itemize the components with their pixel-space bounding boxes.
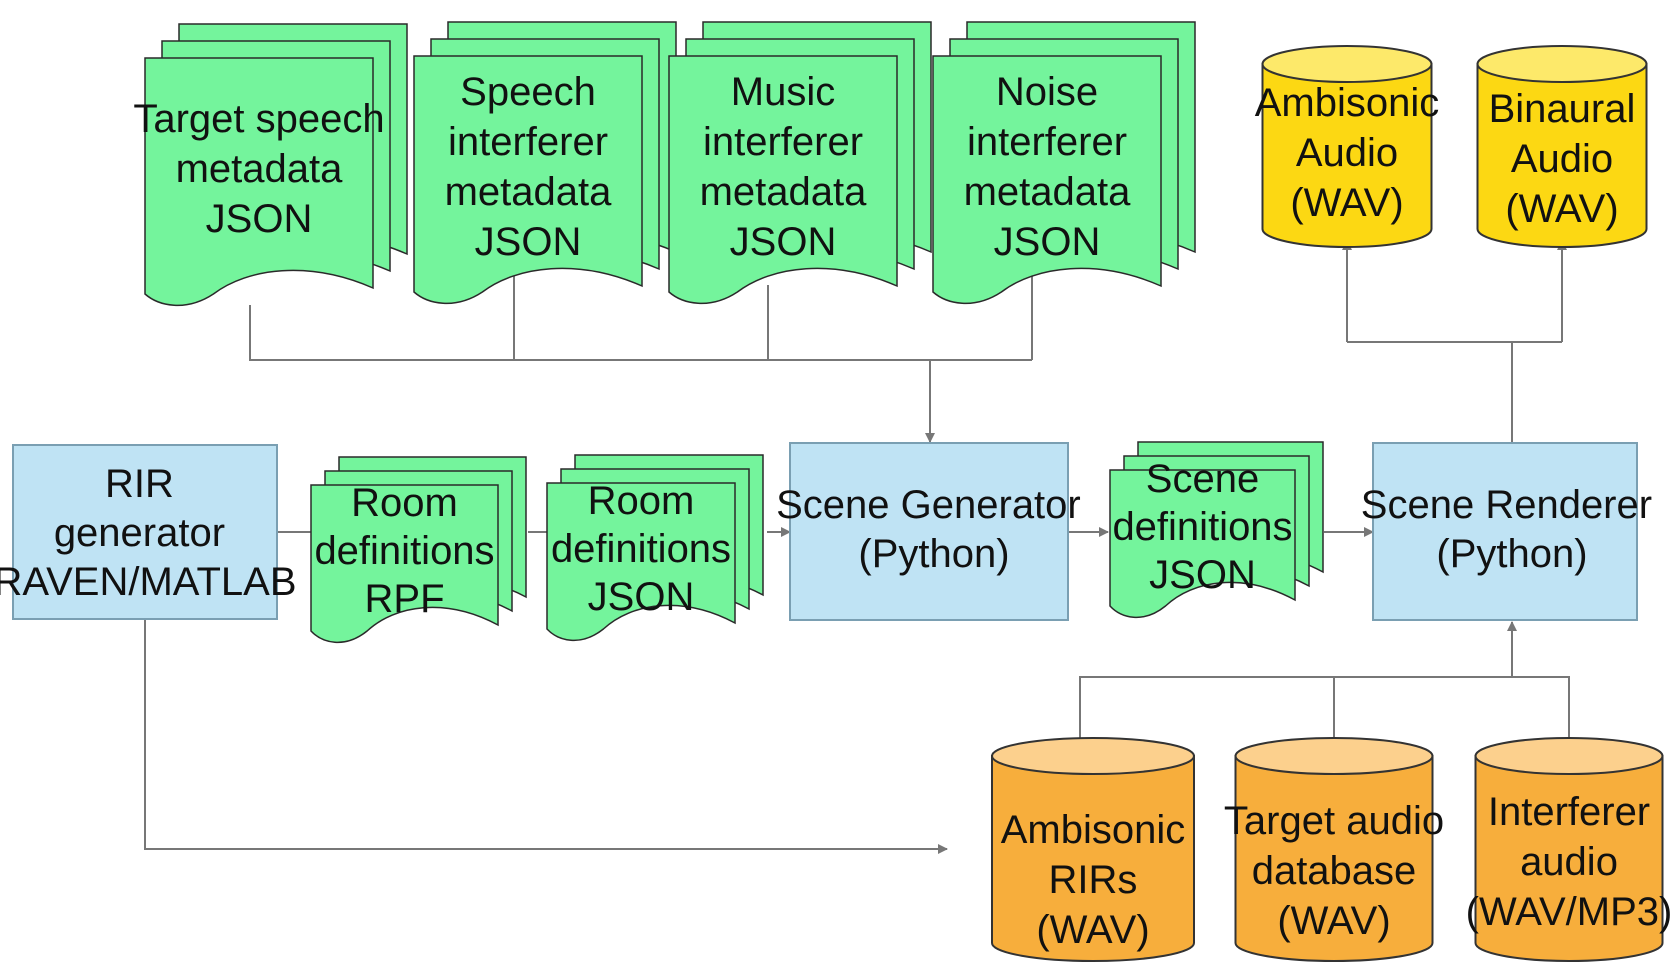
connectors [144, 240, 1570, 854]
cylinder-body [1234, 755, 1434, 962]
doc-page [546, 482, 736, 642]
cylinder-body [991, 755, 1195, 962]
rir-to-ambisonic-rirs-arrow [144, 620, 948, 854]
cylinder-top [1234, 737, 1434, 775]
scene-renderer-box[interactable]: Scene Renderer (Python) [1361, 442, 1663, 621]
cylinder-body [1474, 755, 1664, 962]
renderer-to-outputs-lines [1347, 341, 1562, 442]
cylinder-body [1476, 63, 1648, 248]
doc-page [310, 484, 499, 644]
rir-generator-label: RIR generator RAVEN/MATLAB [0, 462, 297, 604]
doc-page [668, 55, 898, 305]
cylinder-top [1476, 45, 1648, 83]
doc-page [932, 55, 1162, 305]
doc-page [144, 57, 374, 307]
input-databases-collector-line [1079, 676, 1570, 738]
scene-renderer-label: Scene Renderer (Python) [1361, 483, 1663, 576]
rir-generator-box[interactable]: RIR generator RAVEN/MATLAB [0, 444, 297, 620]
metadata-collector-line [249, 268, 1033, 361]
cylinder-top [1261, 45, 1433, 83]
doc-page [1109, 469, 1296, 619]
scene-generator-box[interactable]: Scene Generator (Python) [776, 442, 1092, 621]
doc-page [413, 55, 643, 305]
cylinder-top [1474, 737, 1664, 775]
cylinder-body [1261, 63, 1433, 248]
scene-generator-label: Scene Generator (Python) [776, 483, 1092, 576]
cylinder-top [991, 737, 1195, 775]
